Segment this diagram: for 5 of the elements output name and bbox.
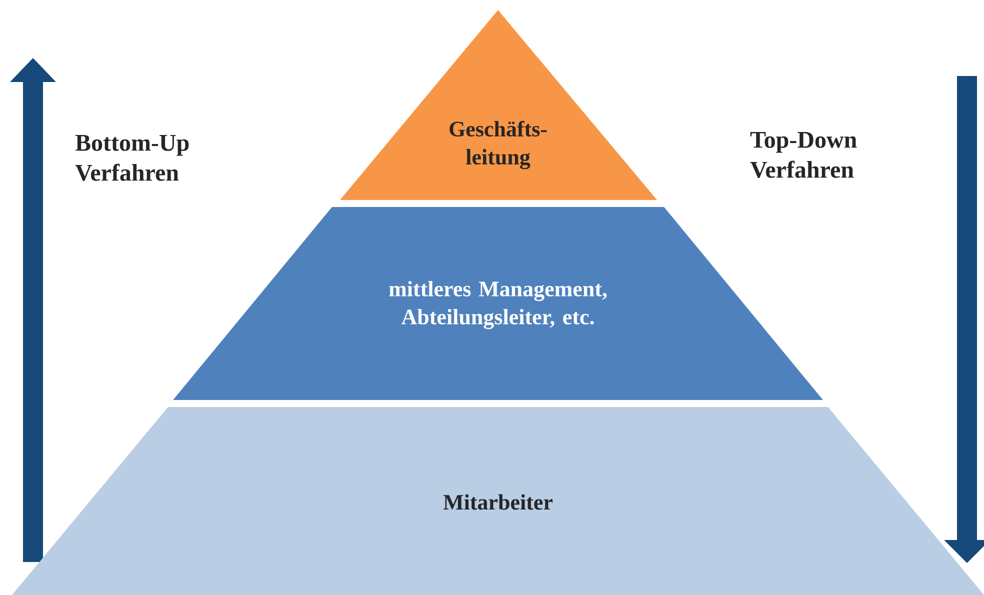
pyramid-tier: Mitarbeiter <box>12 407 984 595</box>
pyramid-tier: mittleres Management, Abteilungsleiter, etc. <box>173 207 824 400</box>
pyramid-tier: Geschäfts-leitung <box>340 10 657 200</box>
direction-label: Bottom-Up Verfahren <box>75 134 189 182</box>
direction-label: Top-Down Verfahren <box>750 132 857 178</box>
